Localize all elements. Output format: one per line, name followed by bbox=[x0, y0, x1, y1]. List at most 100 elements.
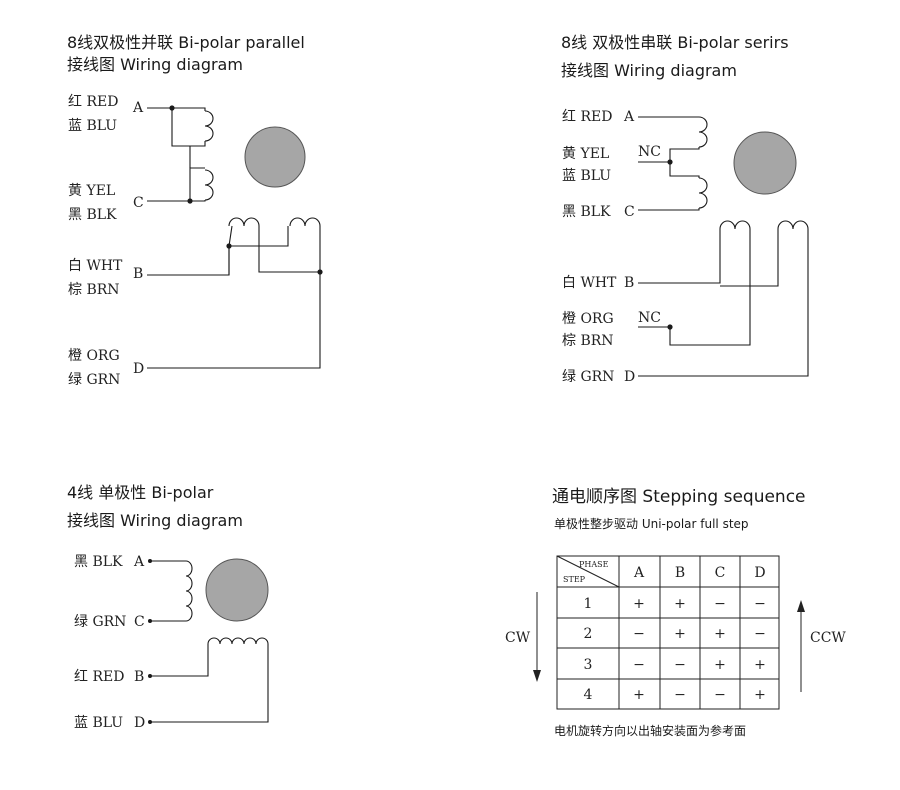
four-wire-terminal-c: C bbox=[134, 614, 145, 630]
parallel-coil-2 bbox=[204, 169, 214, 201]
parallel-title: 8线双极性并联 Bi-polar parallel bbox=[67, 33, 305, 52]
four-wire-subtitle: 接线图 Wiring diagram bbox=[67, 511, 243, 530]
series-wire-yel: 黄 YEL bbox=[562, 145, 609, 162]
cw-label: CW bbox=[505, 630, 531, 646]
parallel-terminal-c: C bbox=[133, 195, 144, 211]
series-terminal-d: D bbox=[624, 369, 635, 385]
parallel-coil-3 bbox=[228, 217, 260, 227]
parallel-junction-4 bbox=[317, 269, 323, 275]
step-1-cell-a: + bbox=[633, 596, 645, 612]
step-4-cell-c: − bbox=[714, 687, 726, 703]
four-wire-blk: 黑 BLK bbox=[74, 554, 123, 570]
series-wire-brn: 棕 BRN bbox=[562, 333, 614, 349]
corner-step-label: STEP bbox=[563, 575, 586, 584]
step-2-label: 2 bbox=[584, 626, 593, 642]
step-2-cell-b: + bbox=[674, 626, 686, 642]
four-wire-rotor-icon bbox=[205, 558, 269, 622]
step-1-cell-d: − bbox=[754, 596, 766, 612]
step-3-cell-a: − bbox=[633, 657, 645, 673]
four-wire-title: 4线 单极性 Bi-polar bbox=[67, 483, 214, 502]
series-junction-2 bbox=[667, 324, 673, 330]
series-wire-blk: 黑 BLK bbox=[562, 204, 611, 220]
parallel-junction-3 bbox=[226, 243, 232, 249]
ccw-label: CCW bbox=[810, 630, 846, 646]
series-terminal-c: C bbox=[624, 204, 635, 220]
four-wire-grn: 绿 GRN bbox=[74, 614, 126, 630]
series-title: 8线 双极性串联 Bi-polar serirs bbox=[561, 33, 789, 52]
four-wire-terminal-a: A bbox=[133, 554, 145, 570]
step-3-label: 3 bbox=[584, 657, 593, 673]
parallel-wire-blu: 蓝 BLU bbox=[68, 118, 117, 134]
series-wire-blu: 蓝 BLU bbox=[562, 168, 611, 184]
step-4-cell-d: + bbox=[754, 687, 766, 703]
four-wire-coil-2 bbox=[207, 637, 269, 645]
series-wiring bbox=[638, 116, 809, 377]
rotation-note: 电机旋转方向以出轴安装面为参考面 bbox=[554, 723, 746, 738]
series-subtitle: 接线图 Wiring diagram bbox=[561, 61, 737, 80]
parallel-terminal-b: B bbox=[133, 266, 143, 282]
step-3-cell-b: − bbox=[674, 657, 686, 673]
phase-header-d: D bbox=[754, 565, 765, 581]
parallel-terminal-a: A bbox=[132, 100, 144, 116]
step-1-cell-b: + bbox=[674, 596, 686, 612]
ccw-arrow-icon bbox=[797, 600, 805, 692]
phase-header-c: C bbox=[715, 565, 726, 581]
series-coil-4 bbox=[777, 220, 809, 230]
four-wire-diagram: 4线 单极性 Bi-polar 接线图 Wiring diagram 黑 BLK… bbox=[67, 483, 269, 731]
corner-diagonal bbox=[556, 555, 620, 588]
parallel-wire-yel: 黄 YEL bbox=[68, 182, 115, 199]
series-terminal-a: A bbox=[623, 109, 635, 125]
cw-arrow-icon bbox=[533, 592, 541, 682]
sequence-table: PHASE STEP A B C D 1 + + − − 2 − + + − 3… bbox=[556, 555, 780, 710]
series-coil-3 bbox=[719, 220, 751, 230]
parallel-wire-grn: 绿 GRN bbox=[68, 372, 120, 388]
step-4-label: 4 bbox=[584, 687, 593, 703]
parallel-wire-wht: 白 WHT bbox=[68, 258, 123, 274]
parallel-junction-1 bbox=[169, 105, 175, 111]
four-wire-blu: 蓝 BLU bbox=[74, 715, 123, 731]
series-junction-1 bbox=[667, 159, 673, 165]
phase-header-b: B bbox=[675, 565, 685, 581]
step-2-cell-a: − bbox=[633, 626, 645, 642]
series-nc-top: NC bbox=[638, 144, 661, 160]
parallel-wire-brn: 棕 BRN bbox=[68, 282, 120, 298]
step-3-cell-d: + bbox=[754, 657, 766, 673]
corner-phase-label: PHASE bbox=[579, 560, 609, 569]
parallel-junction-2 bbox=[187, 198, 193, 204]
four-wire-terminal-d: D bbox=[134, 715, 145, 731]
parallel-coil-4 bbox=[289, 217, 321, 227]
sequence-subtitle: 单极性整步驱动 Uni-polar full step bbox=[554, 516, 749, 531]
phase-header-a: A bbox=[633, 565, 645, 581]
series-wire-grn: 绿 GRN bbox=[562, 369, 614, 385]
sequence-section: 通电顺序图 Stepping sequence 单极性整步驱动 Uni-pola… bbox=[505, 487, 846, 738]
four-wire-coil-1 bbox=[185, 560, 193, 622]
four-wire-wiring bbox=[150, 560, 269, 723]
series-nc-bottom: NC bbox=[638, 310, 661, 326]
step-1-cell-c: − bbox=[714, 596, 726, 612]
step-4-cell-b: − bbox=[674, 687, 686, 703]
series-wire-org: 橙 ORG bbox=[562, 311, 614, 327]
parallel-coil-1 bbox=[204, 110, 214, 142]
parallel-rotor-icon bbox=[244, 126, 306, 188]
step-4-cell-a: + bbox=[633, 687, 645, 703]
four-wire-terminal-b: B bbox=[134, 669, 144, 685]
series-diagram: 8线 双极性串联 Bi-polar serirs 接线图 Wiring diag… bbox=[561, 33, 809, 385]
step-2-cell-d: − bbox=[754, 626, 766, 642]
series-wire-wht: 白 WHT bbox=[562, 275, 617, 291]
step-2-cell-c: + bbox=[714, 626, 726, 642]
series-coil-2 bbox=[698, 177, 708, 209]
series-rotor-icon bbox=[733, 131, 797, 195]
parallel-wire-org: 橙 ORG bbox=[68, 348, 120, 364]
series-terminal-b: B bbox=[624, 275, 634, 291]
series-wire-red: 红 RED bbox=[562, 109, 612, 125]
step-3-cell-c: + bbox=[714, 657, 726, 673]
parallel-wire-red: 红 RED bbox=[68, 94, 118, 110]
parallel-terminal-d: D bbox=[133, 361, 144, 377]
parallel-subtitle: 接线图 Wiring diagram bbox=[67, 55, 243, 74]
sequence-title: 通电顺序图 Stepping sequence bbox=[552, 487, 806, 507]
parallel-wire-blk: 黑 BLK bbox=[68, 207, 117, 223]
series-coil-1 bbox=[698, 116, 708, 148]
step-1-label: 1 bbox=[584, 596, 593, 612]
four-wire-red: 红 RED bbox=[74, 669, 124, 685]
